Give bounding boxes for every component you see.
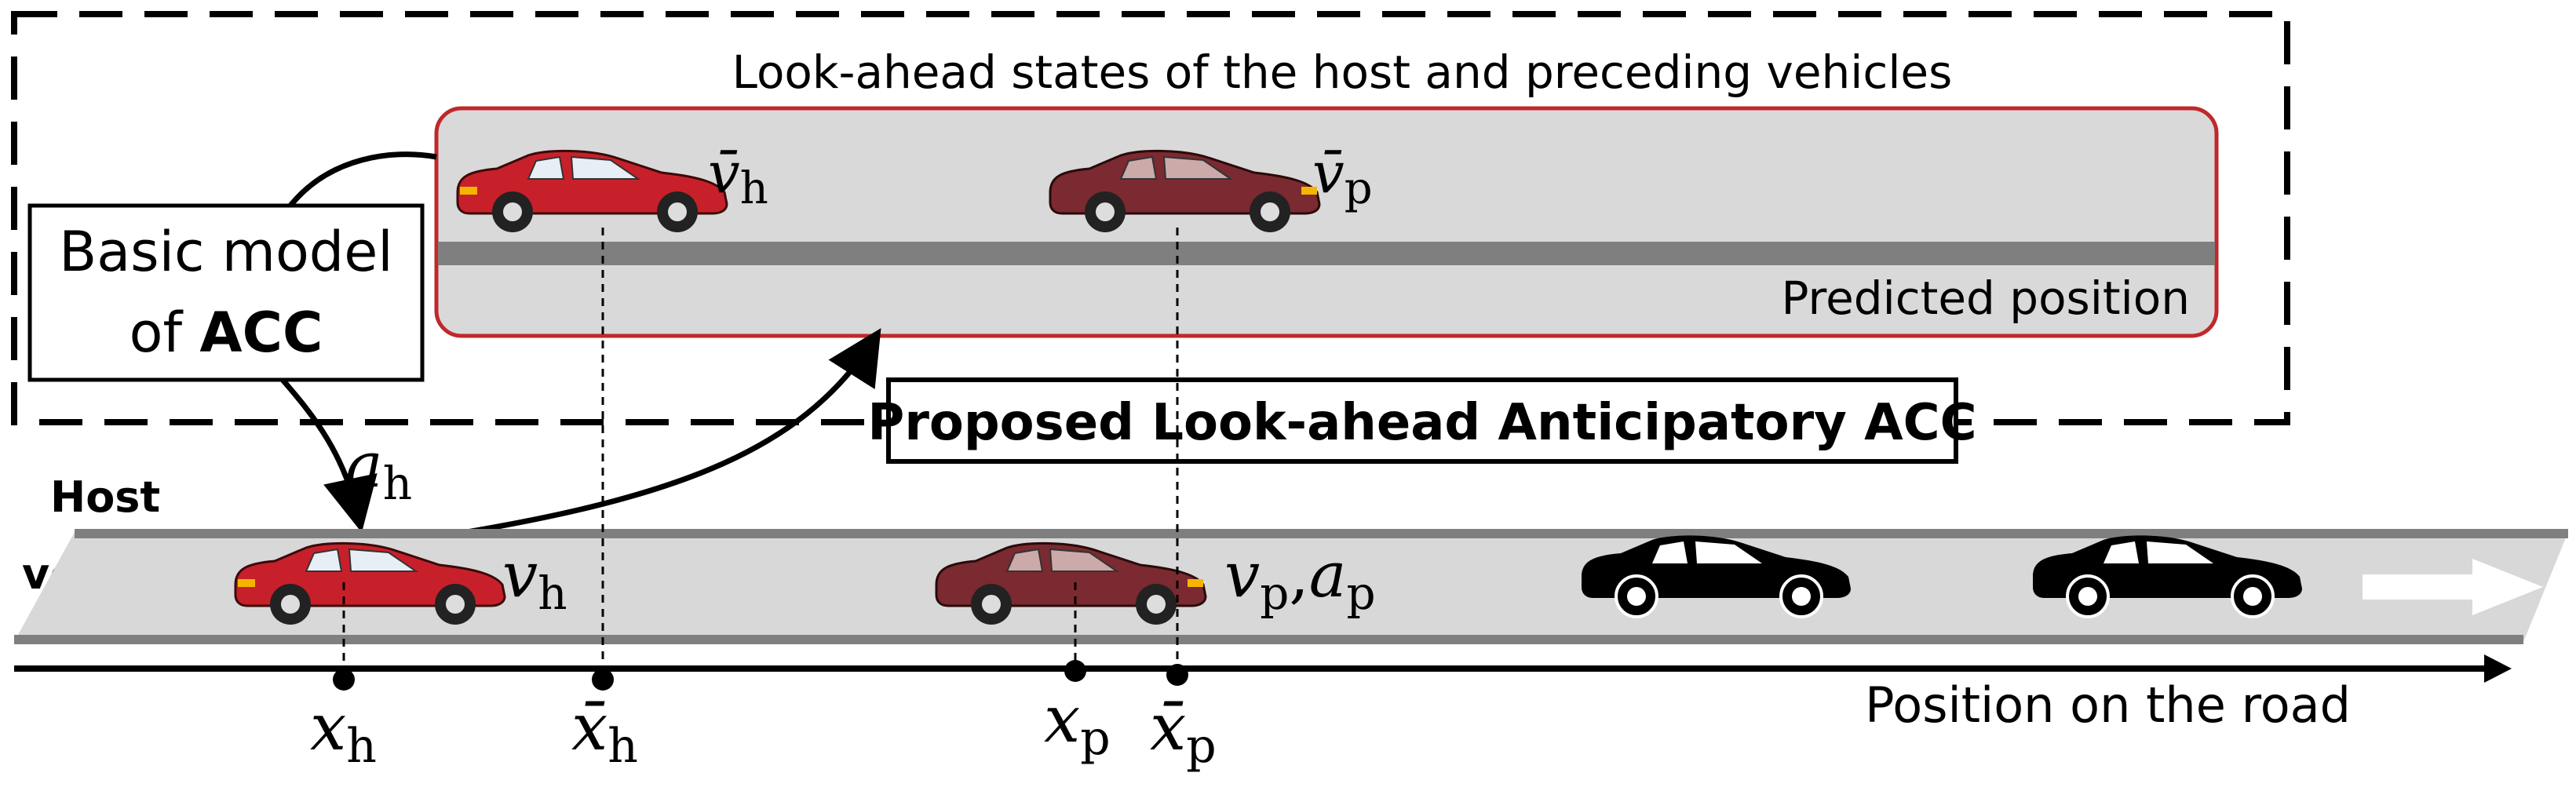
xh-label: xh xyxy=(310,691,377,774)
predicted-position-label: Predicted position xyxy=(1782,272,2190,325)
predicted-preceding-car xyxy=(1049,149,1321,232)
host-accel-label: ah xyxy=(345,428,412,510)
marker-xp-bar xyxy=(1166,664,1188,686)
host-to-panel-arrow xyxy=(407,328,881,545)
predicted-road-stripe xyxy=(438,242,2215,265)
predicted-panel xyxy=(434,106,2219,338)
marker-xp xyxy=(1064,660,1086,682)
proposed-label: Proposed Look-ahead Anticipatory ACC xyxy=(867,394,1976,452)
xh-bar-label: x̄h xyxy=(571,691,638,774)
road-direction-arrow xyxy=(2363,559,2543,615)
host-car xyxy=(234,541,506,625)
marker-xh xyxy=(333,669,355,691)
predicted-preceding-speed-label: v̄p xyxy=(1312,140,1373,214)
host-speed-label: vh xyxy=(502,538,567,620)
host-vehicle-label-line1: Host xyxy=(50,472,160,522)
predicted-host-speed-label: v̄h xyxy=(708,140,768,214)
preceding-state-label: vp,ap xyxy=(1224,538,1376,620)
traffic-car-2 xyxy=(2033,535,2302,618)
traffic-car-1 xyxy=(1582,535,1851,618)
xp-bar-label: x̄p xyxy=(1150,691,1217,774)
basic-model-line2: of ACC xyxy=(130,301,323,365)
marker-xh-bar xyxy=(592,669,614,691)
basic-model-line1: Basic model xyxy=(59,220,393,284)
basic-model-box xyxy=(27,203,425,382)
accel-arrow xyxy=(280,377,378,533)
proposed-label-box xyxy=(886,377,1958,464)
road xyxy=(14,532,2568,642)
preceding-car xyxy=(935,541,1207,625)
position-axis-arrowhead xyxy=(2484,654,2512,683)
xp-label: xp xyxy=(1044,683,1111,766)
look-ahead-title: Look-ahead states of the host and preced… xyxy=(732,46,1953,99)
model-to-panel-curve xyxy=(288,151,437,208)
axis-label: Position on the road xyxy=(1865,676,2351,734)
predicted-host-car xyxy=(456,149,728,232)
